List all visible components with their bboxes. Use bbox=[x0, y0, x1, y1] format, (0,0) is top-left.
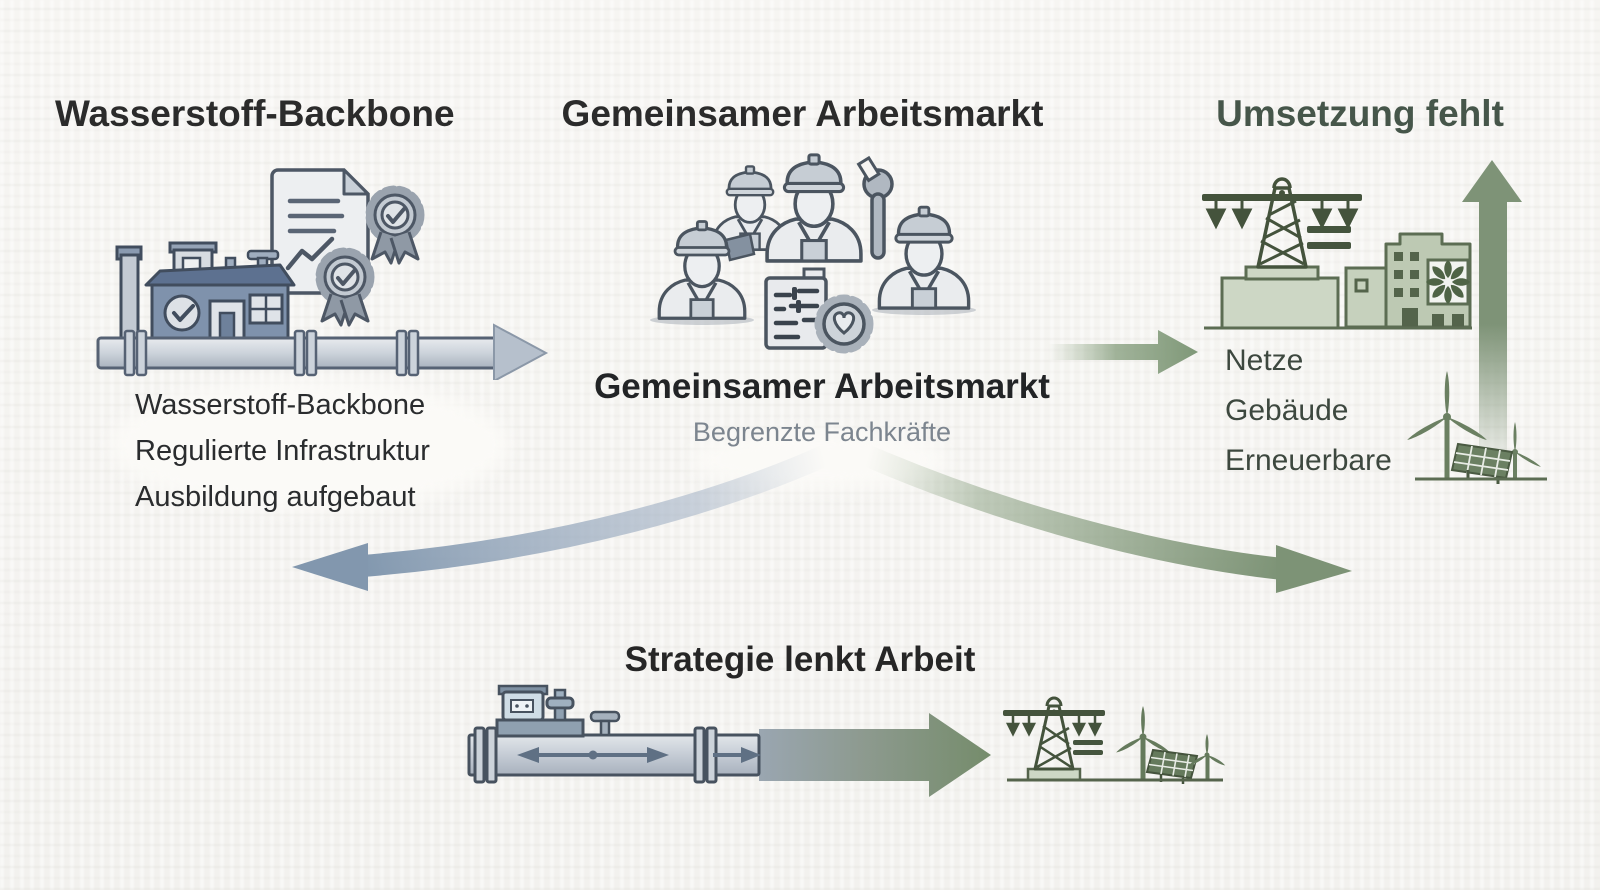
implementation-list: Netze Gebäude Erneuerbare bbox=[1225, 336, 1392, 486]
implementation-list-item: Gebäude bbox=[1225, 394, 1349, 427]
equals-sign bbox=[1073, 740, 1103, 755]
wind-turbine-icon bbox=[1116, 706, 1170, 780]
transmission-tower-icon bbox=[1202, 177, 1362, 330]
labor-subcaption: Begrenzte Fachkräfte bbox=[692, 417, 952, 447]
wrench-icon bbox=[856, 155, 894, 260]
solar-panel-icon bbox=[1145, 748, 1199, 784]
hydrogen-list-item: Ausbildung aufgebaut bbox=[135, 481, 416, 513]
heart-badge-icon bbox=[814, 294, 874, 354]
wind-turbine-icon bbox=[1188, 734, 1226, 780]
connection-arrows bbox=[292, 445, 1352, 593]
equals-sign bbox=[1307, 226, 1351, 249]
city-buildings-icon bbox=[1204, 232, 1472, 330]
labor-section-title: Gemeinsamer Arbeitsmarkt bbox=[561, 93, 1044, 134]
curved-arrow-right-icon bbox=[863, 445, 1352, 593]
award-ribbon-icon bbox=[371, 191, 419, 263]
curved-arrow-left-icon bbox=[292, 445, 829, 591]
eco-flower-logo bbox=[1426, 260, 1470, 304]
strategy-pipeline-illustration bbox=[467, 684, 991, 797]
transfer-arrow-right-icon bbox=[1048, 330, 1198, 374]
construction-workers-icon bbox=[657, 153, 971, 320]
checklist-icon bbox=[764, 267, 828, 350]
hydrogen-list-item: Regulierte Infrastruktur bbox=[135, 435, 430, 467]
strategy-arrow-icon bbox=[759, 713, 991, 797]
hydrogen-illustration bbox=[96, 168, 549, 380]
text-backdrop-glow bbox=[110, 380, 510, 510]
strategy-section-title: Strategie lenkt Arbeit bbox=[624, 640, 976, 679]
implementation-list-item: Erneuerbare bbox=[1225, 444, 1392, 477]
pipeline-arrow-icon bbox=[96, 323, 549, 380]
strategy-energy-illustration bbox=[1003, 696, 1226, 784]
award-ribbon-icon bbox=[321, 253, 369, 325]
hydrogen-section-title: Wasserstoff-Backbone bbox=[55, 93, 455, 134]
flow-arrows-icon bbox=[517, 747, 761, 763]
upward-arrow-icon bbox=[1462, 160, 1522, 473]
transmission-tower-icon bbox=[1003, 696, 1105, 782]
pipeline-valves-icon bbox=[467, 684, 761, 784]
hydrogen-plant-icon bbox=[115, 241, 296, 347]
labor-caption: Gemeinsamer Arbeitsmarkt bbox=[594, 367, 1050, 406]
wind-turbine-icon bbox=[1407, 371, 1487, 479]
hydrogen-list-item: Wasserstoff-Backbone bbox=[135, 389, 426, 421]
hydrogen-list: Wasserstoff-Backbone Regulierte Infrastr… bbox=[135, 382, 430, 520]
implementation-list-item: Netze bbox=[1225, 344, 1304, 377]
labor-illustration bbox=[650, 153, 976, 354]
implementation-illustration bbox=[1202, 160, 1547, 484]
implementation-section-title: Umsetzung fehlt bbox=[1216, 93, 1504, 134]
